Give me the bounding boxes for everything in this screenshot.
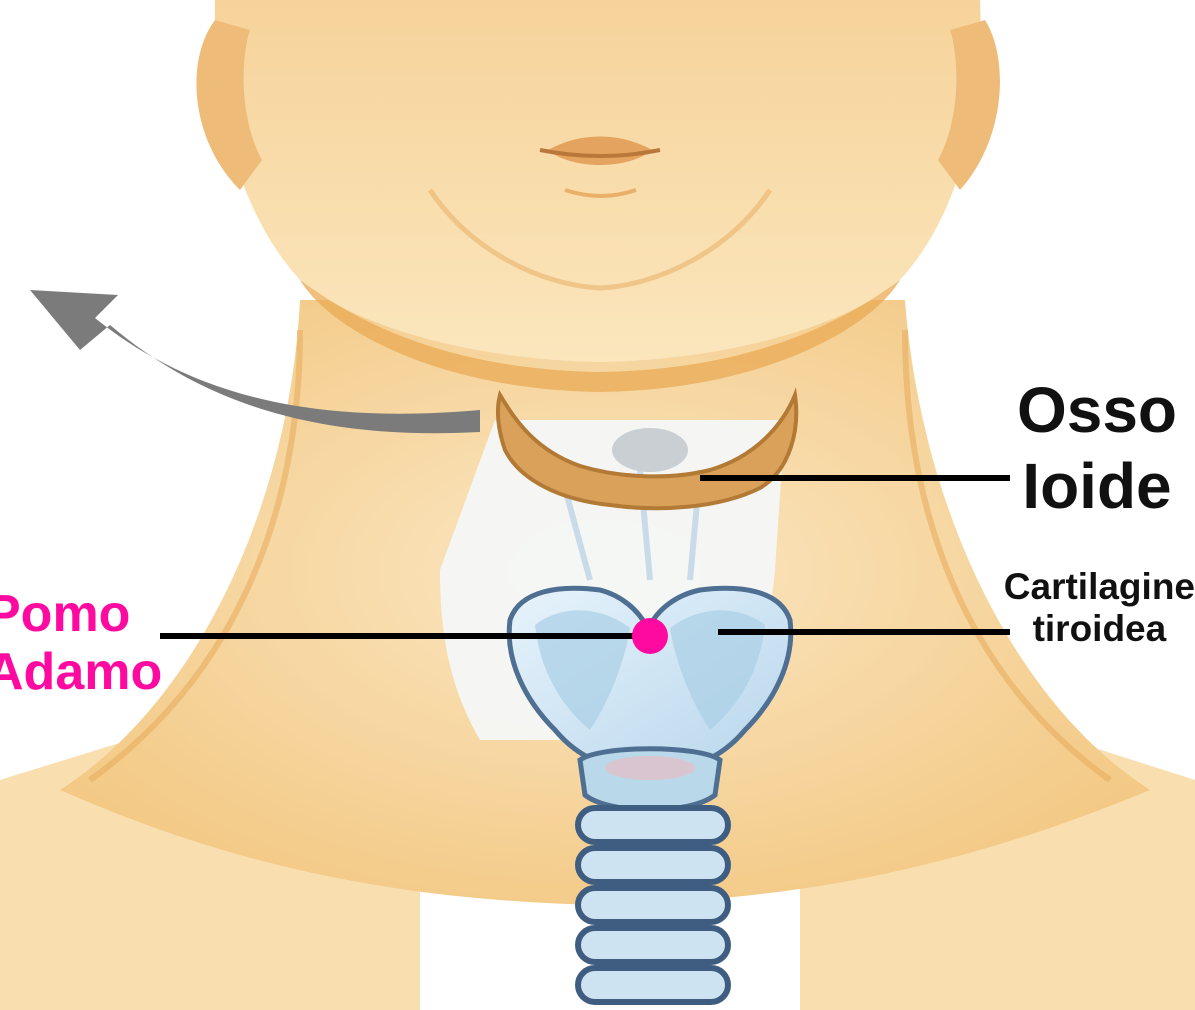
label-adams-apple: Pomo Adamo [0, 588, 162, 698]
adam-dot [632, 618, 668, 654]
trachea [578, 808, 728, 1002]
label-adam-line2: Adamo [0, 646, 162, 698]
label-adam-line1: Pomo [0, 588, 162, 640]
label-thyroid-line2: tiroidea [1004, 610, 1195, 647]
label-hyoid-bone: Osso Ioide [1017, 378, 1177, 518]
label-thyroid-cartilage: Cartilagine tiroidea [1004, 568, 1195, 647]
label-thyroid-line1: Cartilagine [1004, 568, 1195, 605]
label-hyoid-line1: Osso [1017, 378, 1177, 442]
label-hyoid-line2: Ioide [1017, 454, 1177, 518]
